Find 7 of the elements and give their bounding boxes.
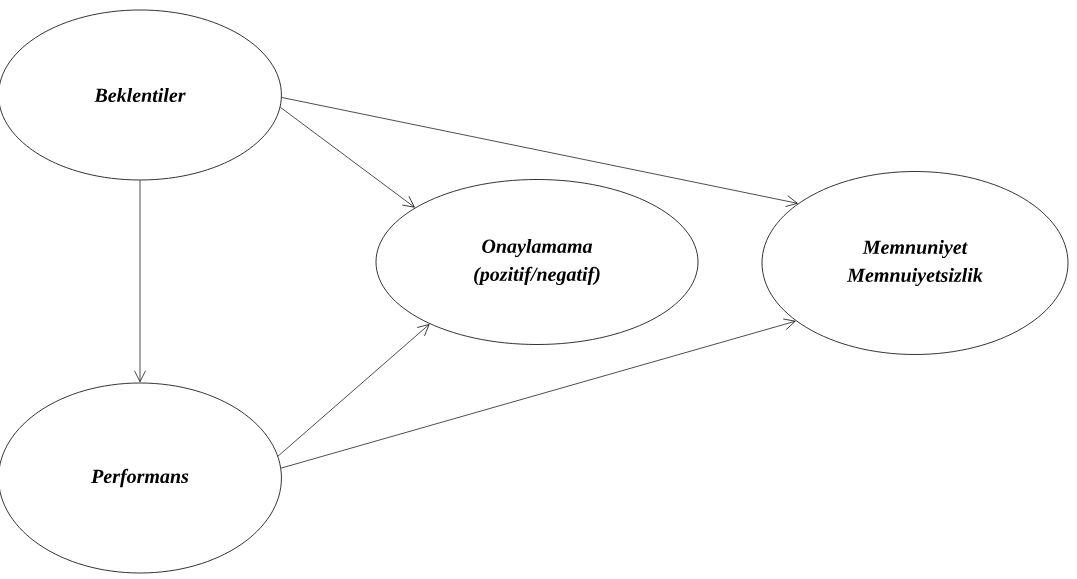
oval-node: Memnuniyet Memnuiyetsizlik [761,171,1069,355]
arrow [281,97,798,207]
oval-node: Onaylamama (pozitif/negatif) [375,179,699,345]
arrow [134,180,146,383]
arrow [280,318,796,469]
arrow [277,324,430,457]
arrow [280,106,415,208]
